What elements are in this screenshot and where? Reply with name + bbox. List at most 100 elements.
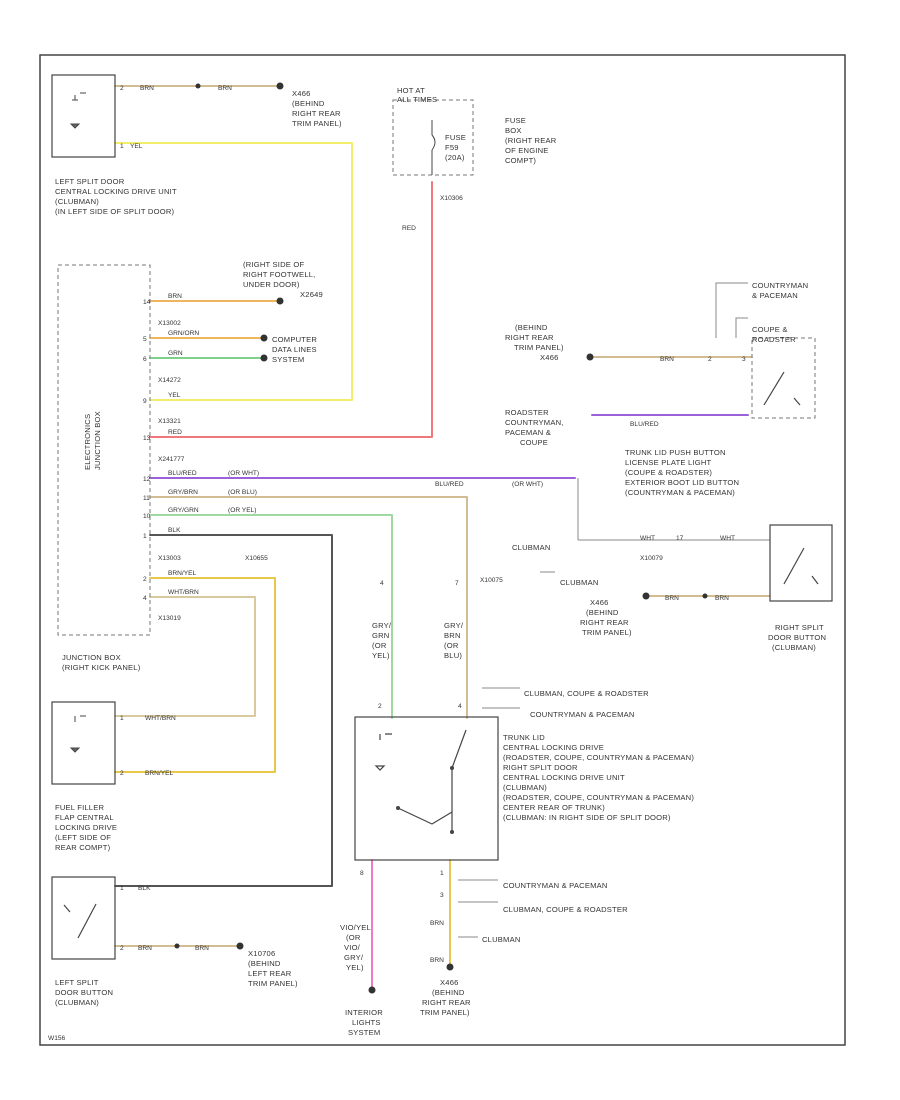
- svg-text:(OR YEL): (OR YEL): [228, 507, 256, 514]
- svg-text:9: 9: [143, 398, 147, 405]
- svg-text:GRN: GRN: [168, 350, 183, 357]
- svg-text:2: 2: [708, 356, 712, 363]
- svg-text:X10079: X10079: [640, 555, 663, 562]
- svg-text:BRN: BRN: [218, 85, 232, 92]
- svg-text:2: 2: [120, 770, 124, 777]
- trunk-drive-internals: [374, 729, 467, 832]
- trunk-lid-push-box: [751, 337, 816, 419]
- svg-text:CLUBMAN, COUPE & ROADSTER: CLUBMAN, COUPE & ROADSTER: [524, 689, 649, 698]
- svg-text:1: 1: [143, 533, 147, 540]
- wire-yel-main: [114, 142, 353, 401]
- svg-text:BRN: BRN: [168, 293, 182, 300]
- svg-text:CLUBMAN: CLUBMAN: [560, 578, 599, 587]
- svg-text:W156: W156: [48, 1035, 66, 1042]
- switch-icon-trunk: [763, 371, 801, 406]
- svg-text:BLK: BLK: [138, 885, 151, 892]
- svg-text:COUNTRYMAN& PACEMAN: COUNTRYMAN& PACEMAN: [752, 281, 808, 300]
- motor-icon-1: [69, 92, 86, 129]
- svg-text:WHT/BRN: WHT/BRN: [168, 589, 199, 596]
- svg-text:1: 1: [120, 143, 124, 150]
- svg-text:BRN: BRN: [715, 595, 729, 602]
- svg-text:WHT/BRN: WHT/BRN: [145, 715, 176, 722]
- svg-text:2: 2: [378, 703, 382, 710]
- svg-text:1: 1: [120, 715, 124, 722]
- svg-text:BRN: BRN: [195, 945, 209, 952]
- wire-blk-right: [114, 534, 333, 887]
- svg-text:BRN/YEL: BRN/YEL: [168, 570, 197, 577]
- connector-dot-computer-2: [260, 354, 268, 362]
- svg-text:ELECTRONICSJUNCTION BOX: ELECTRONICSJUNCTION BOX: [83, 411, 102, 470]
- variant-line-top2: [735, 317, 748, 338]
- wire-gry-brn: [149, 496, 468, 719]
- svg-text:2: 2: [120, 85, 124, 92]
- junction-box-rect: [57, 264, 151, 636]
- svg-text:2: 2: [143, 576, 147, 583]
- connector-dot-computer-1: [260, 334, 268, 342]
- ground-dot-left-bottom: [236, 942, 244, 950]
- svg-text:X14272: X14272: [158, 377, 181, 384]
- svg-text:4: 4: [380, 580, 384, 587]
- svg-text:BLU/RED: BLU/RED: [435, 481, 464, 488]
- svg-text:4: 4: [143, 595, 147, 602]
- svg-text:BLK: BLK: [168, 527, 181, 534]
- svg-text:(OR BLU): (OR BLU): [228, 489, 257, 496]
- ground-dot-bottom: [446, 963, 454, 971]
- motor-icon-2: [69, 715, 86, 753]
- svg-text:GRN/ORN: GRN/ORN: [168, 330, 199, 337]
- ground-dot-right-top: [586, 353, 594, 361]
- fuel-filler-box: [51, 701, 116, 785]
- svg-text:JUNCTION BOX(RIGHT KICK PANEL): JUNCTION BOX(RIGHT KICK PANEL): [62, 653, 141, 672]
- svg-text:BRN: BRN: [660, 356, 674, 363]
- svg-text:8: 8: [360, 870, 364, 877]
- svg-text:BRN/YEL: BRN/YEL: [145, 770, 174, 777]
- svg-text:CLUBMAN, COUPE & ROADSTER: CLUBMAN, COUPE & ROADSTER: [503, 905, 628, 914]
- svg-text:COUNTRYMAN & PACEMAN: COUNTRYMAN & PACEMAN: [530, 710, 635, 719]
- interior-lights-dot: [368, 986, 376, 994]
- svg-text:COUNTRYMAN & PACEMAN: COUNTRYMAN & PACEMAN: [503, 881, 608, 890]
- wire-wht-brn: [114, 596, 256, 717]
- diagram-frame: [39, 54, 846, 1046]
- svg-text:X10306: X10306: [440, 195, 463, 202]
- switch-icon-left: [63, 903, 97, 939]
- svg-text:BLU/RED: BLU/RED: [630, 421, 659, 428]
- svg-text:BRN: BRN: [430, 920, 444, 927]
- svg-text:YEL: YEL: [130, 143, 143, 150]
- svg-text:WHT: WHT: [720, 535, 735, 542]
- svg-text:WHT: WHT: [640, 535, 655, 542]
- svg-text:X13002: X13002: [158, 320, 181, 327]
- right-split-button-box: [769, 524, 833, 602]
- svg-text:YEL: YEL: [168, 392, 181, 399]
- svg-text:X10075: X10075: [480, 577, 503, 584]
- trunk-lid-drive-box: [354, 716, 499, 861]
- svg-text:BRN: BRN: [430, 957, 444, 964]
- svg-text:COUPE &ROADSTER: COUPE &ROADSTER: [752, 325, 796, 344]
- svg-text:X13321: X13321: [158, 418, 181, 425]
- wire-brn-yel: [114, 577, 276, 773]
- svg-text:13: 13: [143, 435, 151, 442]
- svg-text:1: 1: [120, 885, 124, 892]
- ground-dot-right-split: [642, 592, 650, 600]
- svg-text:6: 6: [143, 356, 147, 363]
- svg-text:3: 3: [742, 356, 746, 363]
- svg-text:CLUBMAN: CLUBMAN: [482, 935, 521, 944]
- svg-text:RED: RED: [402, 225, 416, 232]
- svg-text:1: 1: [440, 870, 444, 877]
- svg-text:4: 4: [458, 703, 462, 710]
- svg-text:X13019: X13019: [158, 615, 181, 622]
- svg-text:BRN: BRN: [140, 85, 154, 92]
